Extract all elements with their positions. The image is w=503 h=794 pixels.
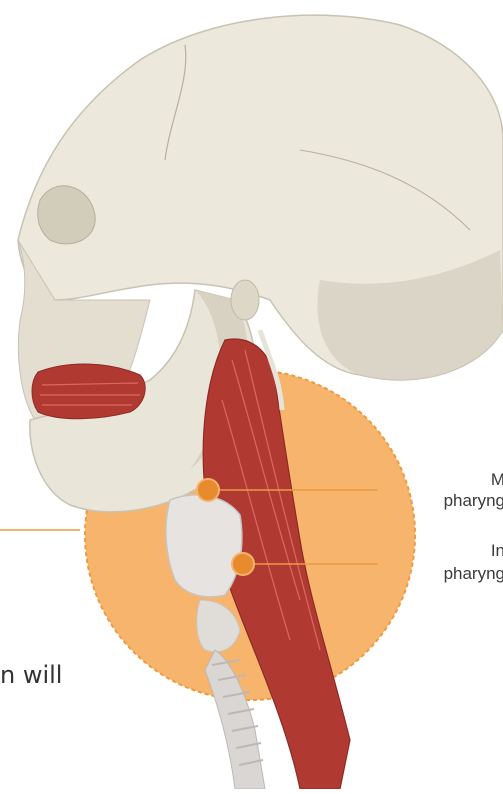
- marker-middle[interactable]: [197, 479, 219, 501]
- label-middle-line2: pharyng: [444, 490, 503, 511]
- label-inferior-line1: In: [491, 540, 503, 561]
- cheek-muscle: [32, 364, 145, 419]
- mastoid-process: [231, 280, 259, 320]
- marker-inferior[interactable]: [232, 553, 254, 575]
- label-middle-line1: M: [491, 469, 503, 490]
- caption-text: n will: [0, 661, 62, 689]
- thyroid-cartilage: [166, 495, 242, 597]
- label-inferior-line2: pharyng: [444, 563, 503, 584]
